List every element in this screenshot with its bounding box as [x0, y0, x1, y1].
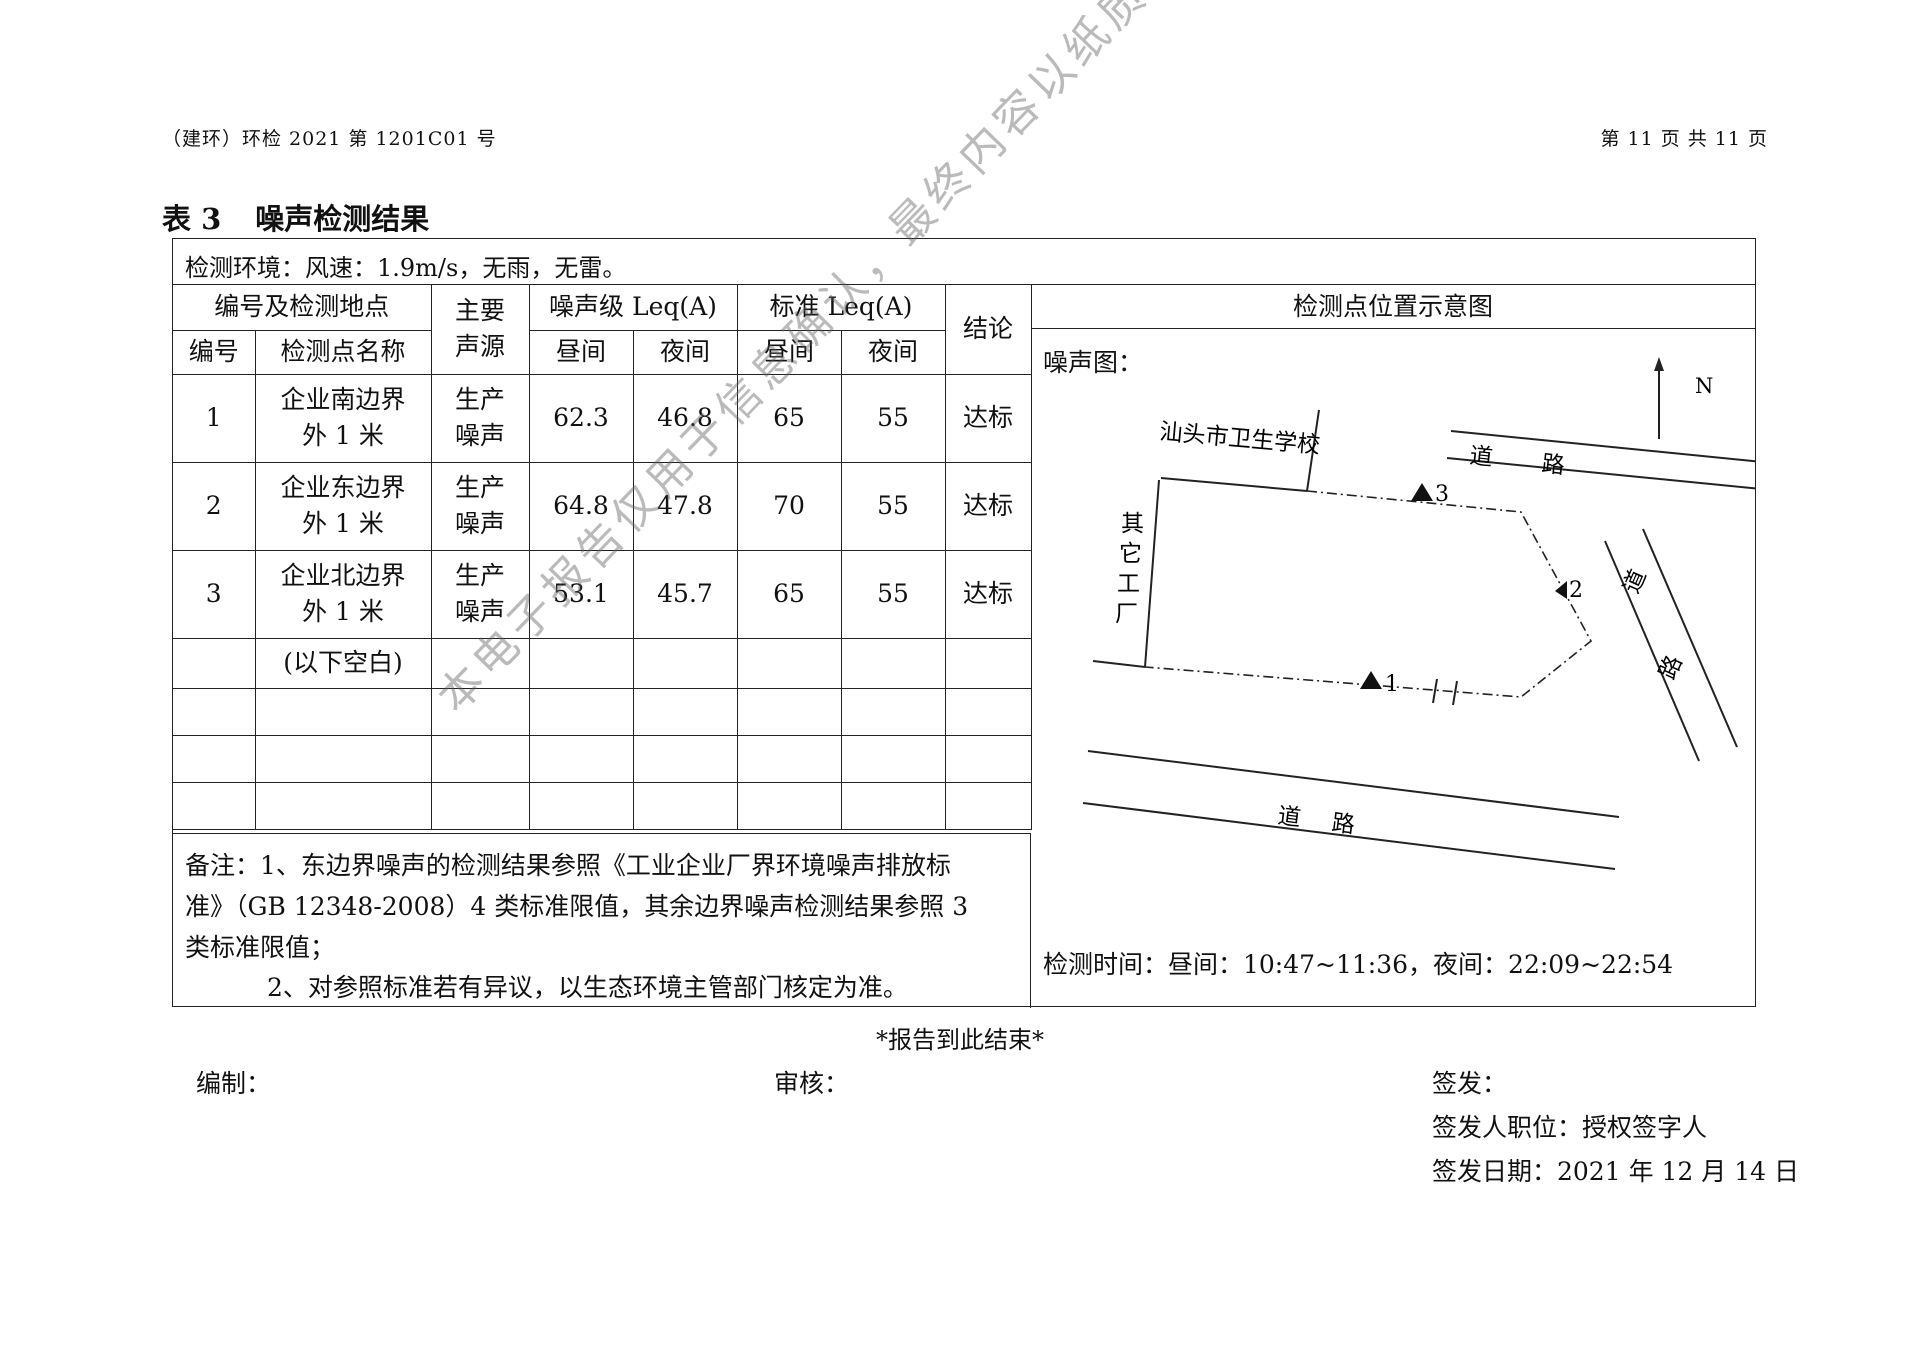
header-day: 昼间: [528, 329, 634, 375]
table-number: 表 3: [162, 202, 222, 236]
remark-line: 类标准限值；: [185, 933, 336, 962]
road-label-top-2: 路: [1540, 451, 1566, 479]
school-label: 汕头市卫生学校: [1158, 419, 1321, 459]
remark-line: 准》（GB 12348-2008）4 类标准限值，其余边界噪声检测结果参照 3: [185, 892, 969, 921]
north-label: N: [1695, 374, 1713, 398]
road-label-bottom-1: 道: [1276, 803, 1302, 832]
issuer-position: 签发人职位：授权签字人: [1432, 1113, 1708, 1142]
compiler-signature: 编制：: [196, 1069, 272, 1098]
remark-line: 2、对参照标准若有异议，以生态环境主管部门核定为准。: [267, 973, 908, 1002]
monitoring-point-3-icon: [1411, 483, 1433, 501]
header-id-location: 编号及检测地点: [173, 285, 432, 331]
table-title: 表 3 噪声检测结果: [162, 196, 429, 238]
table-row-empty: [173, 687, 1032, 736]
environment-row: 检测环境：风速：1.9m/s，无雨，无雷。: [173, 239, 1755, 285]
table-row: 1 企业南边界外 1 米 生产噪声 62.3 46.8 65 55 达标: [173, 373, 1032, 463]
monitoring-point-diagram: 检测点位置示意图 噪声图： N 道 路 道 路: [1031, 285, 1755, 1006]
road-right: [1604, 528, 1738, 762]
result-table-frame: 检测环境：风速：1.9m/s，无雨，无雷。 编号及检测地点 主要声源 噪声级 L…: [172, 238, 1756, 1008]
reviewer-signature: 审核：: [774, 1069, 850, 1098]
header-id: 编号: [173, 329, 256, 375]
table-row: 2 企业东边界外 1 米 生产噪声 64.8 47.8 70 55 达标: [173, 461, 1032, 551]
environment-text: 检测环境：风速：1.9m/s，无雨，无雷。: [185, 254, 627, 282]
remarks: 备注：1、东边界噪声的检测结果参照《工业企业厂界环境噪声排放标 准》（GB 12…: [173, 833, 1031, 1008]
monitoring-time: 检测时间：昼间：10:47~11:36，夜间：22:09~22:54: [1043, 950, 1674, 979]
factory-label-1: 其: [1121, 511, 1144, 537]
page-indicator: 第 11 页 共 11 页: [1600, 128, 1768, 150]
table-row-blank-note: (以下空白): [173, 637, 1032, 689]
road-label-right-2: 路: [1655, 652, 1688, 684]
header-std-night: 夜间: [840, 329, 946, 375]
site-map: N 道 路 道 路 道 路: [1082, 357, 1755, 870]
report-number: （建环）环检 2021 第 1201C01 号: [162, 128, 497, 150]
blank-note: (以下空白): [254, 637, 432, 689]
monitoring-point-1-label: 1: [1385, 672, 1399, 697]
diagram-label: 噪声图：: [1043, 348, 1144, 377]
monitoring-point-2-icon: [1555, 581, 1567, 599]
table-name: 噪声检测结果: [255, 202, 430, 236]
gate-marks: [1432, 678, 1458, 706]
issuer-signature: 签发：: [1432, 1069, 1508, 1098]
factory-label-3: 工: [1117, 571, 1140, 597]
diagram-title: 检测点位置示意图: [1031, 285, 1755, 329]
header-std-day: 昼间: [736, 329, 842, 375]
issue-date: 签发日期：2021 年 12 月 14 日: [1432, 1157, 1799, 1186]
table-row-empty: [173, 734, 1032, 783]
remark-line: 备注：1、东边界噪声的检测结果参照《工业企业厂界环境噪声排放标: [185, 851, 951, 880]
north-arrow-icon: [1654, 357, 1664, 439]
road-bottom: [1082, 750, 1620, 870]
header-main-source: 主要声源: [430, 285, 530, 375]
factory-label-4: 厂: [1115, 601, 1138, 627]
neighbor-boundaries: [1092, 409, 1320, 668]
monitoring-point-2-label: 2: [1569, 578, 1583, 603]
header-noise-level: 噪声级 Leq(A): [528, 285, 738, 331]
factory-label-2: 它: [1119, 541, 1142, 567]
monitoring-point-3-label: 3: [1435, 482, 1449, 507]
report-end-marker: *报告到此结束*: [876, 1026, 1044, 1054]
enterprise-boundary: [1144, 490, 1593, 698]
road-label-right-1: 道: [1619, 566, 1652, 598]
header-conclusion: 结论: [944, 285, 1032, 375]
noise-result-table: 编号及检测地点 主要声源 噪声级 Leq(A) 标准 Leq(A) 结论 编号 …: [173, 285, 1032, 830]
header-standard: 标准 Leq(A): [736, 285, 946, 331]
header-point-name: 检测点名称: [254, 329, 432, 375]
monitoring-point-1-icon: [1360, 671, 1382, 689]
road-label-bottom-2: 路: [1330, 810, 1356, 839]
road-top: [1446, 430, 1755, 490]
table-row-empty: [173, 781, 1032, 830]
table-row: 3 企业北边界外 1 米 生产噪声 53.1 45.7 65 55 达标: [173, 549, 1032, 639]
road-label-top-1: 道: [1468, 443, 1494, 471]
